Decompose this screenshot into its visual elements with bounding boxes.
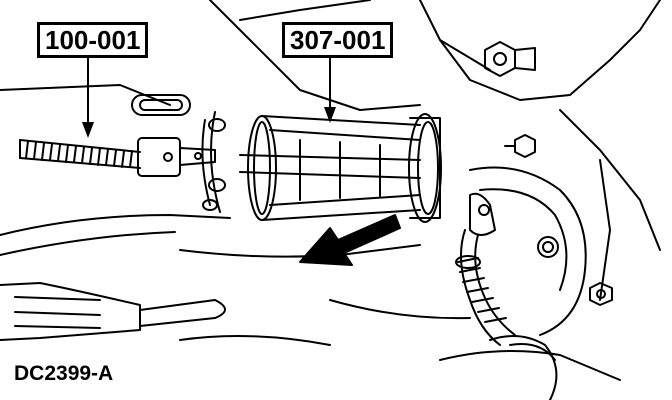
transmission-housing <box>0 0 661 381</box>
remover-adapter <box>201 111 442 223</box>
leader-line-307-001 <box>324 54 336 123</box>
slide-hammer-shaft <box>19 137 216 177</box>
bolt-middle <box>504 134 536 158</box>
direction-arrow <box>299 214 401 266</box>
figure-id: DC2399-A <box>14 362 114 385</box>
tool-handle <box>0 282 331 346</box>
callout-100-001: 100-001 <box>37 22 149 58</box>
bolt-center <box>537 236 559 258</box>
slotted-plate <box>131 94 191 116</box>
bolt-top <box>484 41 536 77</box>
callout-307-001: 307-001 <box>282 22 394 58</box>
wiring-harness <box>455 192 558 400</box>
leader-line-100-001 <box>82 54 94 138</box>
bolt-right <box>589 282 613 306</box>
